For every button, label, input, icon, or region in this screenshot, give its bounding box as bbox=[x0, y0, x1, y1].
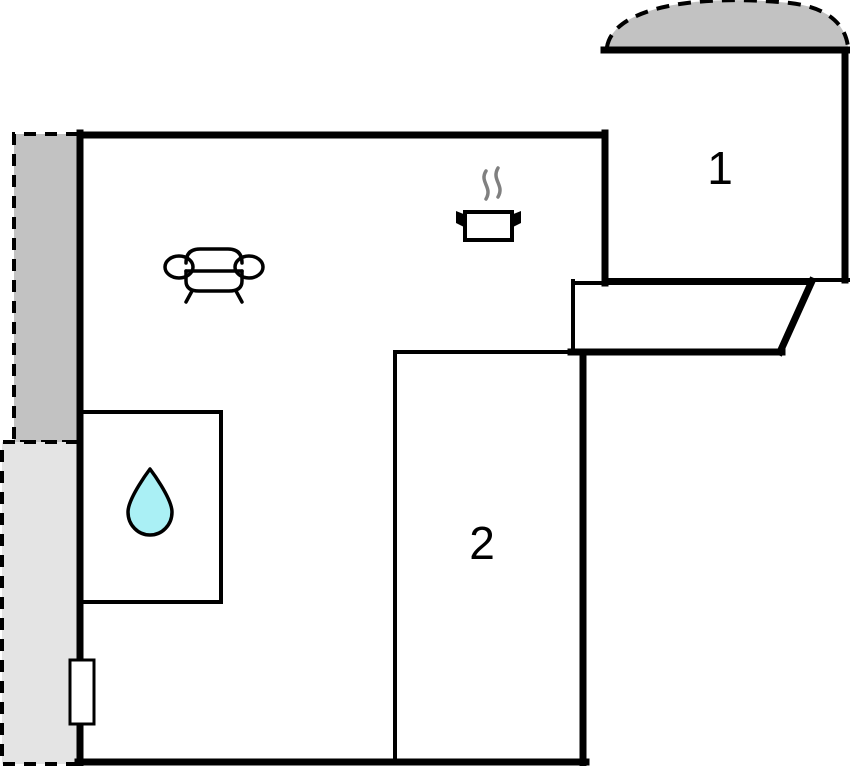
room-1-label: 1 bbox=[707, 142, 733, 194]
sofa-leg-right bbox=[234, 289, 244, 304]
balcony-top-arc bbox=[605, 0, 850, 48]
room-2-floor bbox=[395, 352, 583, 762]
outdoor-strip-lower-left-dashed-outline bbox=[0, 440, 78, 766]
steam-left bbox=[482, 169, 490, 201]
outdoor-strip-lower-left bbox=[0, 440, 78, 766]
outdoor-strip-upper-left-fill bbox=[14, 134, 78, 442]
pot-body bbox=[463, 210, 514, 242]
door-leaf[interactable] bbox=[68, 658, 96, 726]
room-2-label: 2 bbox=[469, 517, 495, 569]
sofa-backrest bbox=[184, 247, 244, 265]
cooking-pot-icon bbox=[456, 166, 521, 242]
sofa-arm-left bbox=[163, 254, 195, 280]
sofa-arm-right bbox=[233, 254, 265, 280]
outdoor-strip-upper-left bbox=[12, 132, 78, 444]
door-icon[interactable] bbox=[68, 658, 96, 726]
outdoor-strip-lower-left-fill bbox=[2, 442, 78, 764]
room-1-floor bbox=[607, 50, 848, 280]
wall-terrace-angled bbox=[775, 276, 817, 357]
terrace-right-floor bbox=[573, 280, 812, 352]
steam-right bbox=[494, 166, 502, 199]
wall-bathroom bbox=[80, 410, 223, 604]
sofa-seat bbox=[184, 269, 244, 293]
sofa-leg-left bbox=[184, 289, 194, 304]
balcony-top-arc-dashed-outline bbox=[605, 0, 850, 48]
water-drop-shape bbox=[126, 467, 174, 537]
balcony-top-arc-fill bbox=[607, 0, 848, 47]
sofa-icon bbox=[163, 247, 265, 304]
water-drop-icon bbox=[126, 467, 174, 537]
